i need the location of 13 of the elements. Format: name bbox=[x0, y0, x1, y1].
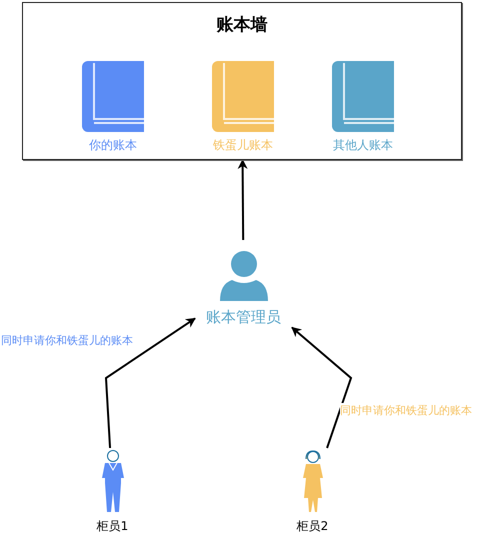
title: 账本墙 bbox=[216, 14, 268, 36]
arrow bbox=[104, 318, 196, 448]
arrow bbox=[291, 326, 352, 448]
book-label: 其他人账本 bbox=[332, 137, 394, 154]
person-label: 柜员1 bbox=[96, 518, 130, 533]
book-label: 你的账本 bbox=[88, 137, 138, 154]
edge-label: 同时申请你和铁蛋儿的账本 bbox=[1, 333, 133, 348]
book-label: 铁蛋儿账本 bbox=[212, 137, 274, 154]
edge-label: 同时申请你和铁蛋儿的账本 bbox=[340, 403, 472, 418]
arrow bbox=[238, 159, 248, 240]
frame-box bbox=[22, 2, 462, 160]
person-label: 账本管理员 bbox=[205, 308, 282, 327]
person-label: 柜员2 bbox=[296, 518, 330, 533]
